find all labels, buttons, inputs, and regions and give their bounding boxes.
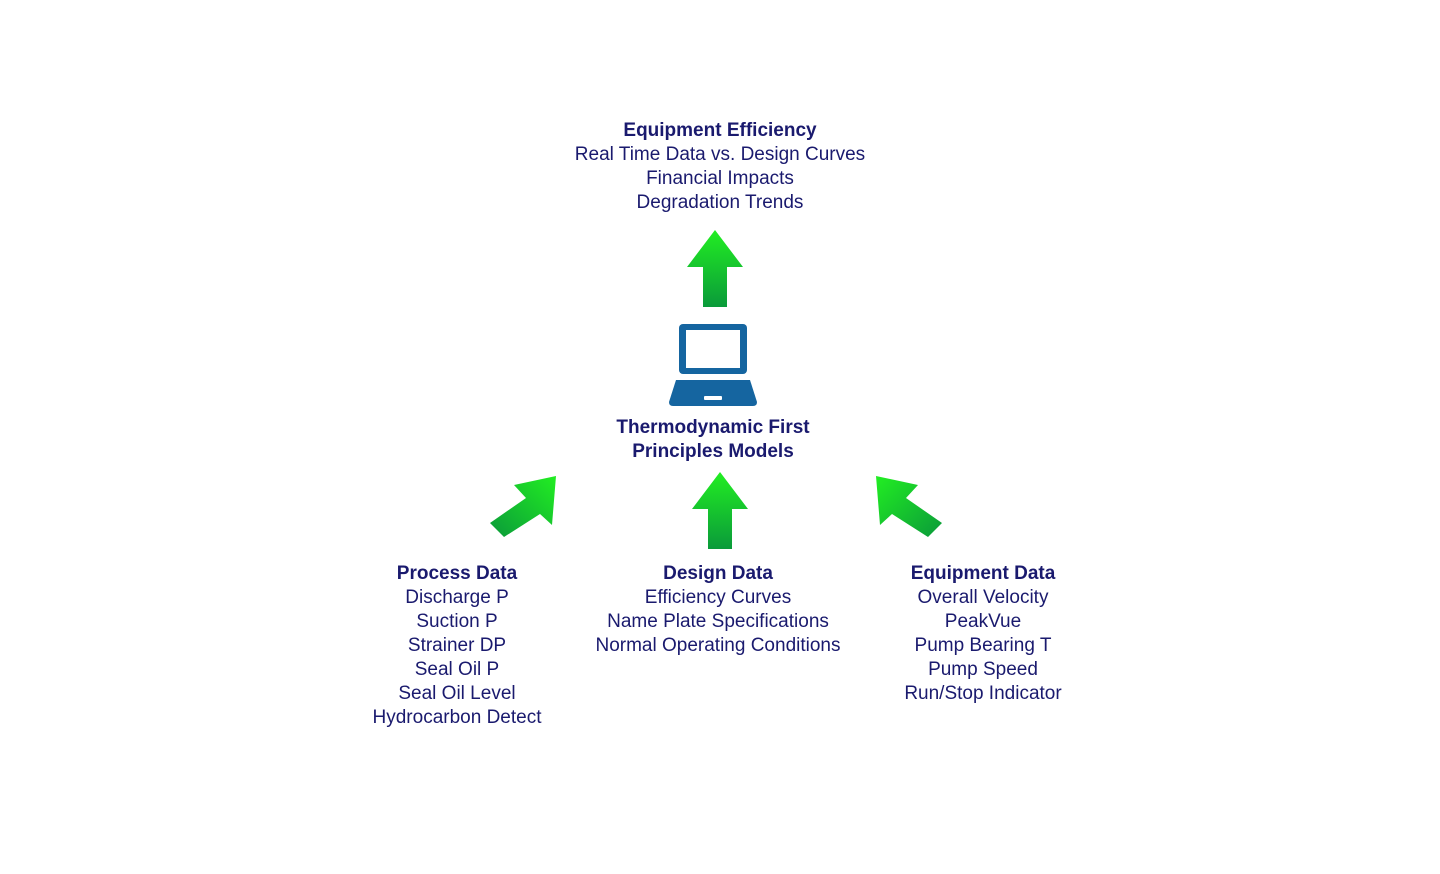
equipment-data-title: Equipment Data (910, 563, 1056, 584)
up-arrow-icon (687, 230, 743, 307)
list-item: Hydrocarbon Detect (372, 707, 542, 728)
list-item: Name Plate Specifications (607, 611, 829, 632)
list-item: Pump Speed (928, 659, 1038, 680)
equipment-efficiency-block: Equipment Efficiency Real Time Data vs. … (520, 119, 920, 215)
diagonal-arrow-up-left-icon (876, 476, 942, 537)
list-item: Normal Operating Conditions (595, 635, 841, 656)
list-item: Suction P (416, 611, 498, 632)
laptop-icon (669, 324, 757, 406)
output-line: Degradation Trends (636, 192, 804, 213)
list-item: Overall Velocity (917, 587, 1049, 608)
list-item: Efficiency Curves (644, 587, 792, 608)
list-item: Pump Bearing T (914, 635, 1052, 656)
up-arrow-icon (692, 472, 748, 549)
output-line: Financial Impacts (646, 168, 794, 189)
diagonal-arrow-up-right-icon (490, 476, 556, 537)
center-title-line-2: Principles Models (632, 441, 794, 462)
equipment-data-block: Equipment Data Overall Velocity PeakVue … (853, 562, 1113, 706)
list-item: Run/Stop Indicator (904, 683, 1062, 704)
output-line: Real Time Data vs. Design Curves (574, 144, 866, 165)
list-item: Seal Oil Level (398, 683, 516, 704)
list-item: Strainer DP (407, 635, 507, 656)
center-title-line-1: Thermodynamic First (616, 417, 810, 438)
list-item: PeakVue (944, 611, 1022, 632)
equipment-efficiency-title: Equipment Efficiency (623, 120, 817, 141)
list-item: Seal Oil P (414, 659, 500, 680)
process-data-block: Process Data Discharge P Suction P Strai… (327, 562, 587, 730)
list-item: Discharge P (405, 587, 509, 608)
design-data-title: Design Data (663, 563, 773, 584)
process-data-title: Process Data (396, 563, 518, 584)
design-data-block: Design Data Efficiency Curves Name Plate… (568, 562, 868, 658)
thermodynamic-models-block: Thermodynamic First Principles Models (563, 416, 863, 464)
